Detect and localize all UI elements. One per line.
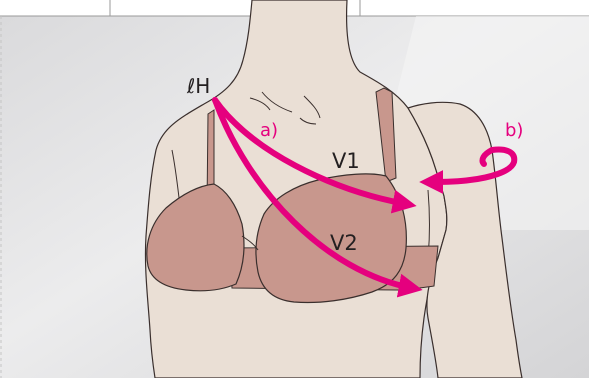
point-label: ℓH bbox=[186, 74, 210, 98]
measure-v2-label: V2 bbox=[330, 231, 358, 255]
path-b-label: b) bbox=[505, 120, 523, 141]
measure-v1-label: V1 bbox=[332, 149, 360, 173]
path-a-label: a) bbox=[260, 120, 278, 141]
